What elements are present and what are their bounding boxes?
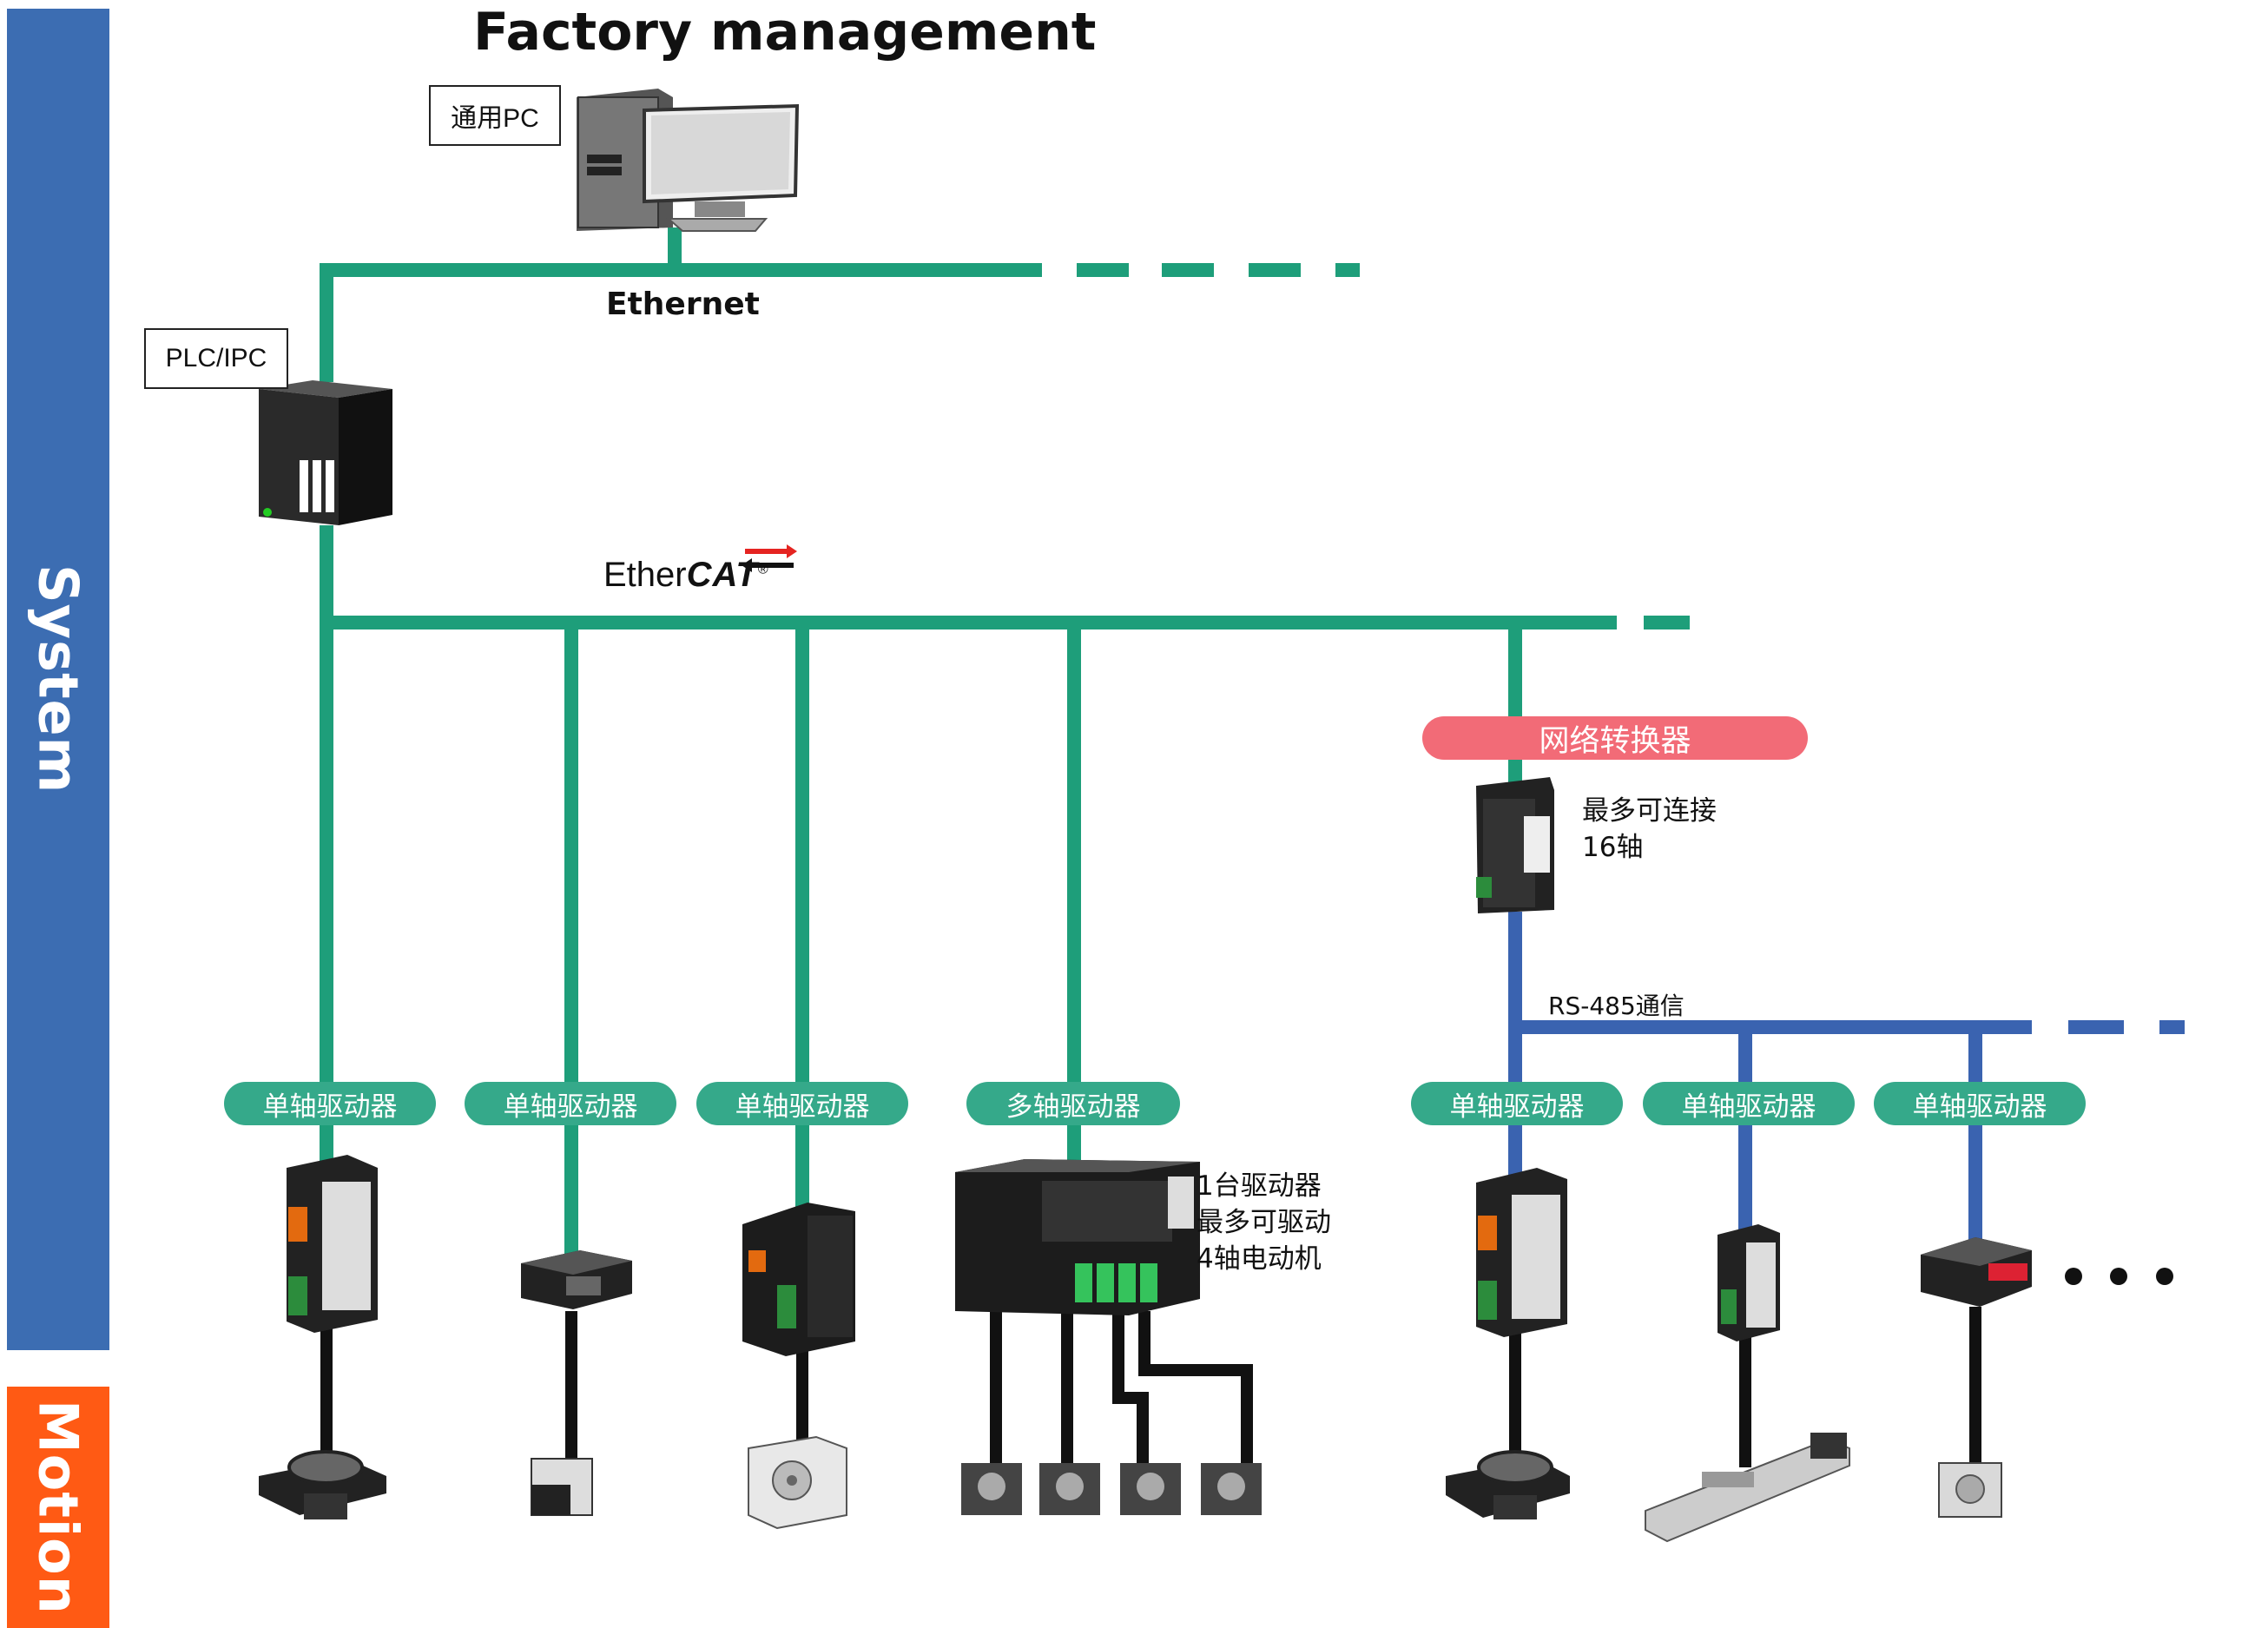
driver-1-icon [287, 1155, 378, 1333]
pc-icon [577, 89, 800, 232]
ethercat-suffix: CAT [686, 556, 758, 594]
more-dot-1 [2065, 1268, 2082, 1285]
more-dot-3 [2156, 1268, 2173, 1285]
ethercat-prefix: Ether [603, 556, 687, 594]
system-label: System [26, 564, 90, 794]
stepper-motor-4b-icon [1039, 1463, 1100, 1515]
driver-7-label: 单轴驱动器 [1874, 1082, 2086, 1125]
rotary-table-1-icon [259, 1450, 386, 1519]
driver-6-label: 单轴驱动器 [1643, 1082, 1855, 1125]
small-motor-7-icon [1938, 1462, 2002, 1518]
more-dot-2 [2110, 1268, 2127, 1285]
ethercat-arrows-icon [742, 544, 797, 572]
driver-5-label: 单轴驱动器 [1411, 1082, 1623, 1125]
multi-axis-note: 1台驱动器 最多可驱动 4轴电动机 [1197, 1170, 1331, 1275]
diagram-title: Factory management [473, 2, 1097, 63]
stepper-motor-4d-icon [1201, 1463, 1262, 1515]
driver-2-label: 单轴驱动器 [465, 1082, 676, 1125]
linear-actuator-6-icon [1645, 1433, 1850, 1543]
stepper-motor-4c-icon [1120, 1463, 1181, 1515]
driver-2-icon [521, 1250, 632, 1309]
ethercat-logo: EtherCAT® [603, 556, 768, 595]
driver-7-icon [1921, 1237, 2032, 1307]
stepper-motor-4a-icon [961, 1463, 1022, 1515]
driver-5-icon [1476, 1168, 1567, 1337]
driver-4-label: 多轴驱动器 [966, 1082, 1180, 1125]
driver-1-label: 单轴驱动器 [224, 1082, 436, 1125]
driver-4-icon [955, 1159, 1200, 1315]
stepper-motor-3-icon [748, 1435, 847, 1530]
plc-icon [259, 380, 392, 525]
driver-6-icon [1717, 1224, 1780, 1341]
converter-icon [1476, 777, 1554, 913]
rotary-table-5-icon [1446, 1450, 1570, 1519]
small-motor-2-icon [531, 1458, 593, 1516]
ethernet-label: Ethernet [606, 287, 760, 322]
motion-band: Motion [7, 1387, 109, 1628]
converter-note: 最多可连接 16轴 [1582, 795, 1717, 863]
plc-label: PLC/IPC [144, 328, 288, 389]
driver-3-label: 单轴驱动器 [696, 1082, 908, 1125]
rs485-label: RS-485通信 [1548, 992, 1685, 1020]
system-band: System [7, 9, 109, 1350]
ethercat-registered-mark: ® [757, 562, 768, 577]
driver-3-icon [742, 1203, 855, 1356]
pc-label: 通用PC [429, 85, 561, 146]
converter-badge: 网络转换器 [1422, 716, 1808, 760]
motion-label: Motion [26, 1400, 90, 1615]
